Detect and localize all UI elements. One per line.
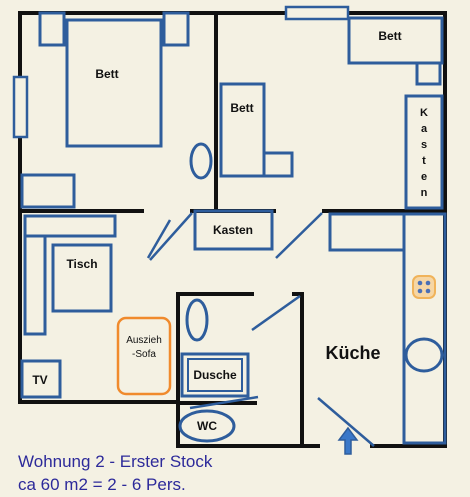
entrance-arrow-icon xyxy=(337,426,359,455)
bett-master xyxy=(65,18,163,148)
nightstand-middle xyxy=(262,151,294,178)
caption-size: ca 60 m2 = 2 - 6 Pers. xyxy=(18,475,186,494)
label-wc: WC xyxy=(197,419,217,433)
label-kasten-a: a xyxy=(421,123,428,135)
nightstand-left xyxy=(38,11,66,47)
tv-stand xyxy=(20,359,62,399)
kasten-center xyxy=(193,209,274,251)
kasten-vertical xyxy=(404,94,444,210)
label-kueche: Küche xyxy=(325,343,380,363)
kitchen-sink xyxy=(404,337,444,373)
bett-top-right-head xyxy=(415,61,442,86)
shower-inner xyxy=(187,358,243,392)
label-tv: TV xyxy=(32,373,47,387)
label-kasten-s: s xyxy=(421,139,427,151)
bath-basin xyxy=(185,298,209,342)
table xyxy=(51,243,113,313)
doors xyxy=(146,212,375,447)
label-bett-top-right: Bett xyxy=(378,29,401,43)
label-kasten-center: Kasten xyxy=(213,223,253,237)
furniture xyxy=(20,11,447,445)
label-tisch: Tisch xyxy=(66,257,97,271)
bett-top-right xyxy=(347,16,444,65)
kitchen-upper xyxy=(328,212,406,252)
kitchen-counter xyxy=(402,212,447,445)
bench-living xyxy=(23,214,117,238)
basin-master xyxy=(189,142,213,180)
label-kasten-k: K xyxy=(420,107,428,119)
nightstand-right xyxy=(162,11,190,47)
shower xyxy=(180,352,250,398)
stove-icon xyxy=(412,275,436,299)
auszieh-sofa xyxy=(116,316,172,396)
dresser-left xyxy=(20,173,76,209)
label-kasten-n: n xyxy=(421,187,428,199)
label-sofa-line1: Auszieh xyxy=(126,335,162,346)
label-kasten-e: e xyxy=(421,171,427,183)
wc-bowl xyxy=(178,409,236,443)
caption-title: Wohnung 2 - Erster Stock xyxy=(18,452,213,471)
label-dusche: Dusche xyxy=(193,368,237,382)
bench-left xyxy=(23,234,47,336)
label-bett-middle: Bett xyxy=(230,101,253,115)
bett-middle xyxy=(219,82,266,178)
label-bett-master: Bett xyxy=(95,67,118,81)
label-sofa-line2: -Sofa xyxy=(132,349,156,360)
label-kasten-t: t xyxy=(422,155,426,167)
